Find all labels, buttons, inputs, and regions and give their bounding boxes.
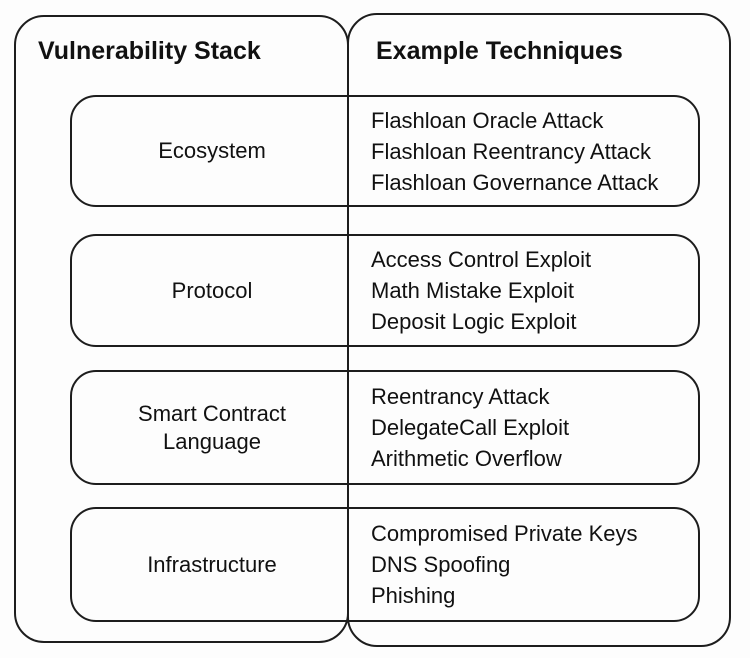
- stack-row-infrastructure: Infrastructure Compromised Private Keys …: [70, 507, 700, 622]
- vulnerability-stack-title: Vulnerability Stack: [38, 37, 261, 65]
- stack-row-smart-contract-language: Smart Contract Language Reentrancy Attac…: [70, 370, 700, 485]
- technique-item: Arithmetic Overflow: [371, 446, 562, 471]
- stack-row-ecosystem: Ecosystem Flashloan Oracle Attack Flashl…: [70, 95, 700, 207]
- layer-label: Infrastructure: [147, 551, 277, 577]
- technique-list: Access Control Exploit Math Mistake Expl…: [352, 236, 698, 345]
- technique-item: Access Control Exploit: [371, 247, 592, 272]
- technique-list: Reentrancy Attack DelegateCall Exploit A…: [352, 372, 698, 483]
- technique-item: DelegateCall Exploit: [371, 415, 570, 440]
- technique-item: Reentrancy Attack: [371, 384, 550, 409]
- layer-label: Ecosystem: [158, 138, 266, 163]
- layer-label: Smart Contract Language: [138, 400, 286, 454]
- technique-item: Flashloan Governance Attack: [371, 169, 659, 195]
- example-techniques-panel: [347, 13, 731, 647]
- technique-item: Math Mistake Exploit: [371, 278, 574, 303]
- technique-item: Flashloan Reentrancy Attack: [371, 138, 652, 164]
- stack-row-protocol: Protocol Access Control Exploit Math Mis…: [70, 234, 700, 347]
- example-techniques-title: Example Techniques: [376, 37, 623, 65]
- technique-item: Compromised Private Keys: [371, 521, 638, 546]
- technique-item: Phishing: [371, 583, 456, 608]
- layer-label: Protocol: [171, 277, 253, 303]
- technique-item: Deposit Logic Exploit: [371, 309, 577, 334]
- technique-item: Flashloan Oracle Attack: [371, 107, 604, 133]
- technique-list: Compromised Private Keys DNS Spoofing Ph…: [352, 509, 698, 620]
- technique-item: DNS Spoofing: [371, 552, 511, 577]
- technique-list: Flashloan Oracle Attack Flashloan Reentr…: [352, 97, 698, 205]
